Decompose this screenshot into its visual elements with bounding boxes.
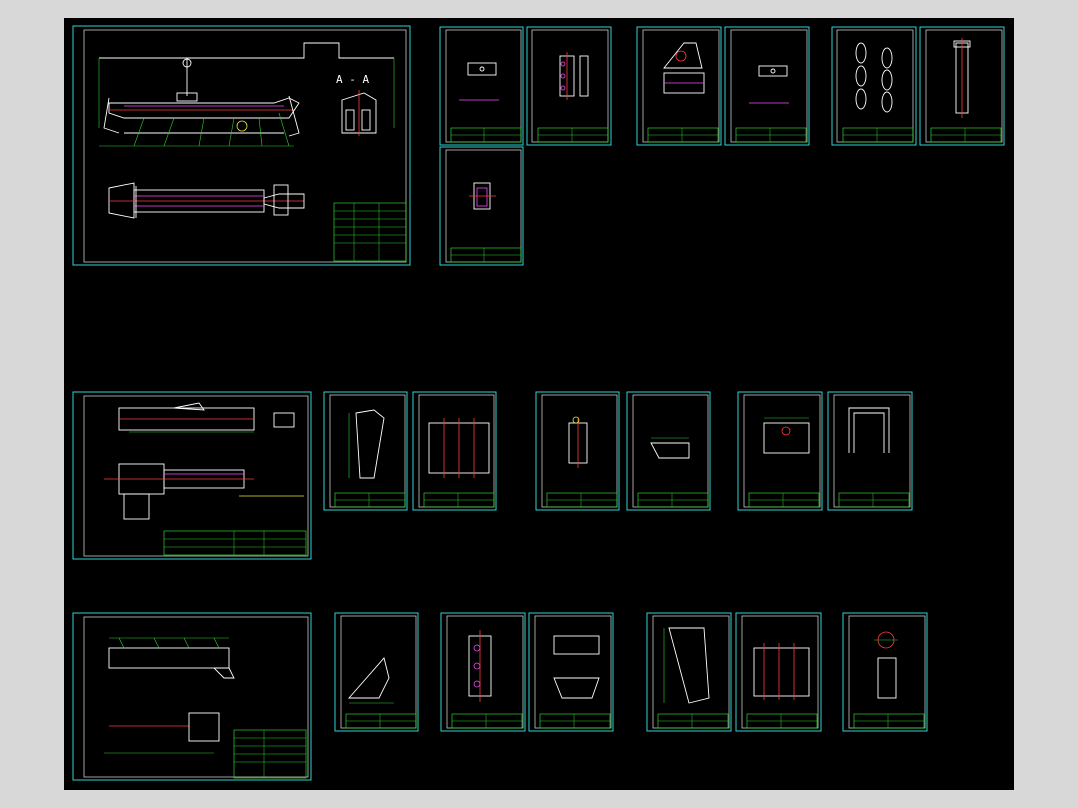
part-sheet-row1-b[interactable]: [526, 26, 612, 146]
part-sheet-row1-d[interactable]: [724, 26, 810, 146]
cad-model-space[interactable]: A - A: [64, 18, 1014, 790]
part-sheet-row1-a[interactable]: [439, 26, 524, 146]
part-sheet-row3-a[interactable]: [334, 612, 419, 732]
part-sheet-row1-f[interactable]: [919, 26, 1005, 146]
part-sheet-row3-b[interactable]: [440, 612, 526, 732]
assembly-sheet-2[interactable]: [72, 391, 312, 560]
part-sheet-row3-f[interactable]: [842, 612, 928, 732]
part-sheet-row2-e[interactable]: [737, 391, 823, 511]
part-sheet-row2-f[interactable]: [827, 391, 913, 511]
cad-drawing: A - A: [72, 25, 1005, 781]
assembly-sheet-3[interactable]: [72, 612, 312, 781]
part-sheet-row1-g[interactable]: [439, 146, 524, 266]
part-sheet-row1-e[interactable]: [831, 26, 917, 146]
part-sheet-row3-e[interactable]: [735, 612, 822, 732]
part-sheet-row3-d[interactable]: [646, 612, 732, 732]
section-label: A - A: [336, 73, 369, 86]
part-sheet-row3-c[interactable]: [528, 612, 614, 732]
part-sheet-row2-a[interactable]: [323, 391, 408, 511]
part-sheet-row1-c[interactable]: [636, 26, 722, 146]
assembly-sheet-1[interactable]: A - A: [72, 25, 411, 266]
part-sheet-row2-d[interactable]: [626, 391, 711, 511]
part-sheet-row2-b[interactable]: [412, 391, 497, 511]
part-sheet-row2-c[interactable]: [535, 391, 620, 511]
